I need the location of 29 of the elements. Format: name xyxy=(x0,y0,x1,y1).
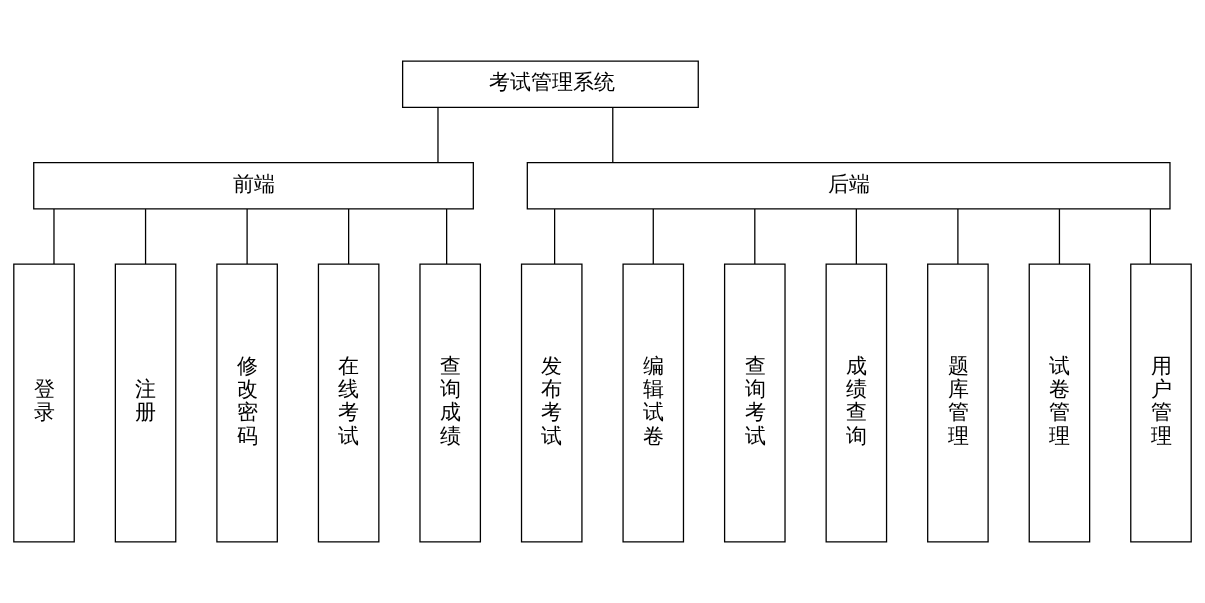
connector xyxy=(246,208,248,265)
connector xyxy=(1149,208,1152,265)
connector xyxy=(53,208,55,265)
connector xyxy=(144,208,147,265)
node-box: 试卷管理 xyxy=(1028,263,1091,543)
node-box: 题库管理 xyxy=(927,263,989,543)
node-box: 发布考试 xyxy=(520,263,583,543)
connector xyxy=(957,208,959,265)
node-box: 编辑试卷 xyxy=(622,263,685,543)
node-box: 登录 xyxy=(13,263,75,543)
node-box: 查询考试 xyxy=(723,263,786,543)
node-box: 在线考试 xyxy=(317,263,380,543)
connector xyxy=(553,208,556,265)
connector xyxy=(754,208,756,265)
connector xyxy=(437,107,439,164)
connector xyxy=(855,208,857,265)
node-box: 查询成绩 xyxy=(419,263,482,543)
node-box: 考试管理系统 xyxy=(402,60,699,109)
connector xyxy=(652,208,654,265)
node-box: 注册 xyxy=(114,263,177,543)
connector xyxy=(446,208,448,265)
node-box: 成绩查询 xyxy=(825,263,888,543)
connector xyxy=(1058,208,1061,265)
node-box: 修改密码 xyxy=(216,263,278,543)
node-box: 后端 xyxy=(526,162,1171,210)
connector xyxy=(612,107,614,164)
connector xyxy=(348,208,350,265)
node-box: 用户管理 xyxy=(1130,263,1192,543)
node-box: 前端 xyxy=(33,162,474,210)
